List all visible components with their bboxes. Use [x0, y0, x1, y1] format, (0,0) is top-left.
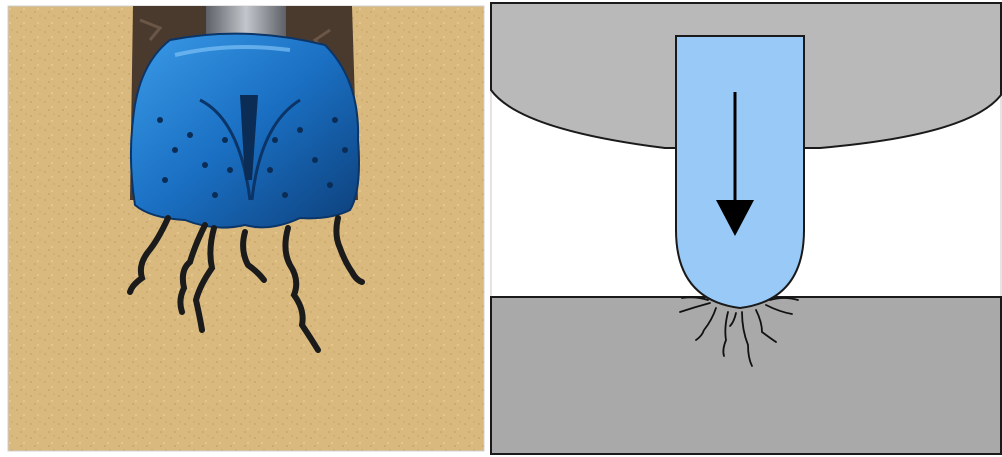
drill-bit-illustration	[0, 0, 490, 457]
indentation-diagram	[490, 0, 1002, 457]
indentation-diagram-panel	[490, 0, 1002, 457]
indenter	[676, 36, 804, 308]
lower-block	[491, 297, 1001, 454]
drill-bit-illustration-panel	[0, 0, 490, 457]
